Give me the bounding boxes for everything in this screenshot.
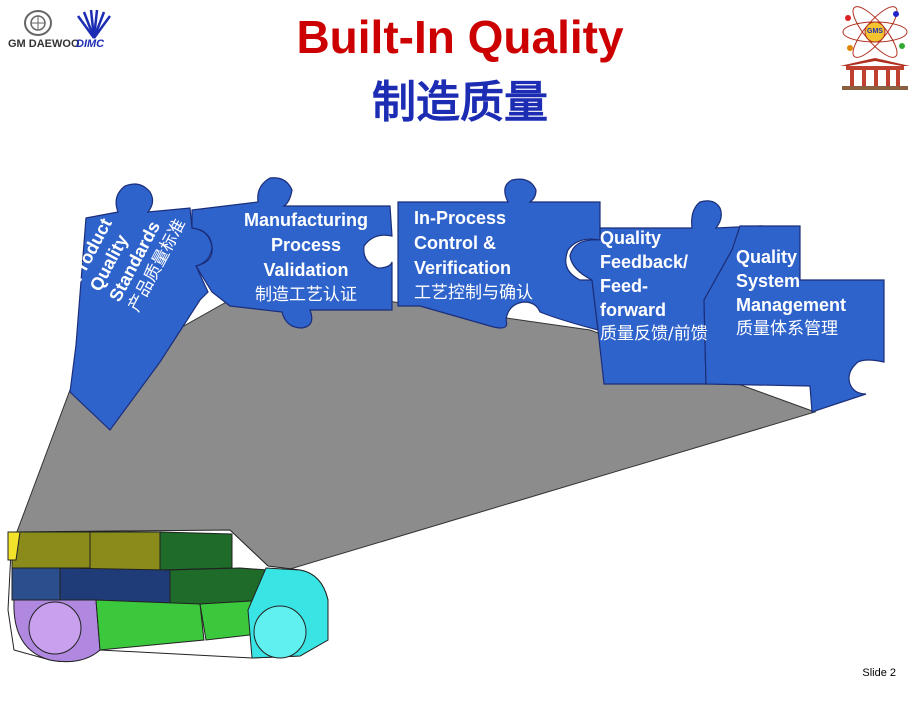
piece-label-line: Quality	[736, 247, 798, 267]
piece-label-zh: 制造工艺认证	[255, 285, 357, 305]
puzzle-piece-manufacturing	[191, 177, 393, 329]
piece-label-line: Feed-	[600, 276, 649, 296]
piece-label-system-management: Quality System Management 质量体系管理	[736, 245, 886, 341]
piece-label-zh: 质量反馈/前馈	[600, 324, 708, 344]
piece-label-line: Verification	[414, 258, 512, 278]
piece-label-feedback: Quality Feedback/ Feed- forward 质量反馈/前馈	[600, 226, 740, 346]
piece-label-zh: 工艺控制与确认	[414, 283, 533, 303]
piece-label-manufacturing: Manufacturing Process Validation 制造工艺认证	[226, 208, 386, 308]
piece-label-line: Process	[270, 235, 342, 255]
piece-label-line: Control &	[414, 233, 496, 253]
piece-label-line: Quality	[600, 228, 662, 248]
slide-subtitle-chinese: 制造质量	[372, 77, 548, 128]
piece-label-line: System	[736, 271, 801, 291]
piece-label-line: In-Process	[414, 208, 507, 228]
dimc-label: DIMC	[76, 38, 105, 50]
daewoo-emblem-icon	[24, 10, 52, 36]
gms-atom-temple-icon	[840, 6, 910, 90]
piece-label-zh: 质量体系管理	[736, 319, 838, 339]
piece-label-line: Management	[736, 295, 847, 315]
dimc-fan-icon	[76, 9, 112, 39]
piece-label-line: Feedback/	[600, 252, 689, 272]
puzzle-piece-system-management	[703, 225, 885, 413]
puzzle-piece-in-process	[397, 178, 601, 331]
gm-daewoo-label: GM DAEWOO	[8, 38, 80, 50]
piece-label-line: Manufacturing	[244, 210, 368, 230]
slide-title: Built-In Quality	[296, 11, 624, 63]
gms-temple-logo	[836, 4, 914, 92]
vehicle-puzzle	[7, 529, 329, 663]
slide-number: Slide 2	[862, 667, 896, 679]
gm-daewoo-logo	[8, 8, 68, 52]
dimc-logo	[72, 8, 116, 52]
piece-label-in-process: In-Process Control & Verification 工艺控制与确…	[414, 206, 604, 306]
piece-label-line: Validation	[263, 260, 349, 280]
piece-label-line: forward	[600, 300, 667, 320]
gms-badge-text: GMS	[867, 28, 883, 35]
